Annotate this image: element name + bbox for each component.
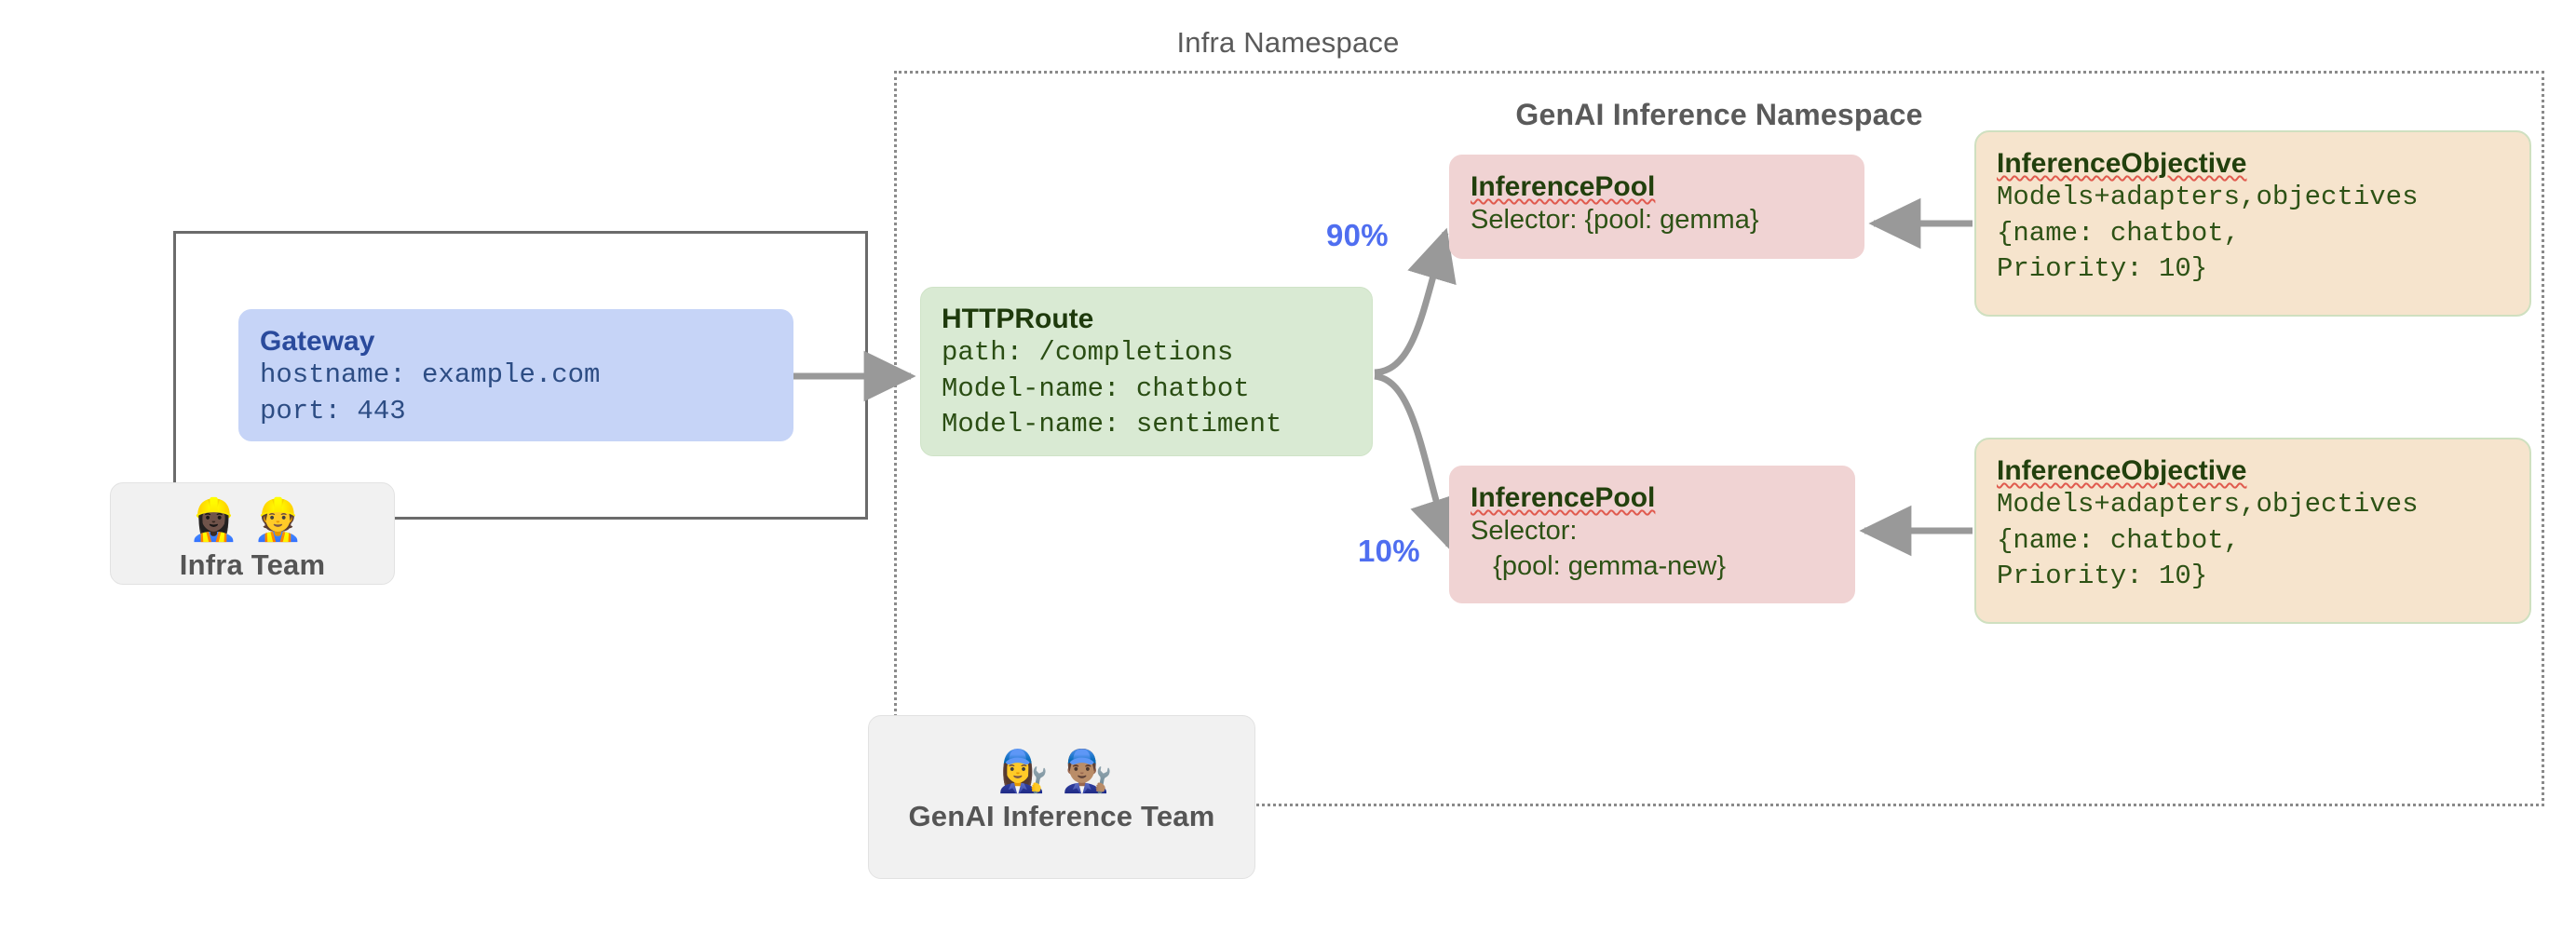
gateway-hostname-line: hostname: example.com xyxy=(260,359,601,391)
team-card-genai-inference[interactable]: 👩‍🔧👨🏽‍🔧 GenAI Inference Team xyxy=(868,715,1255,879)
httproute-title: HTTPRoute xyxy=(942,304,1094,334)
resource-box-httproute[interactable]: HTTPRoute path: /completions Model-name:… xyxy=(920,287,1373,456)
inferenceobjective-bottom-title: InferenceObjective xyxy=(1997,455,2247,486)
resource-box-inferenceobjective-top[interactable]: InferenceObjective Models+adapters,objec… xyxy=(1974,130,2531,317)
inferencepool-gemma-new-selector-line: Selector: xyxy=(1471,516,1578,547)
gateway-port-line: port: 443 xyxy=(260,395,406,426)
team-card-infra[interactable]: 👷🏿‍♀️👷 Infra Team xyxy=(110,482,395,585)
inferencepool-gemma-new-selector-value-line: {pool: gemma-new} xyxy=(1471,551,1727,582)
inferenceobjective-bottom-name-line: {name: chatbot, xyxy=(1997,524,2241,556)
inferenceobjective-bottom-models-line: Models+adapters,objectives xyxy=(1997,489,2419,521)
team-infra-label: Infra Team xyxy=(179,548,326,581)
inferenceobjective-bottom-priority-line: Priority: 10} xyxy=(1997,560,2208,591)
resource-box-inferencepool-gemma[interactable]: InferencePool Selector: {pool: gemma} xyxy=(1449,155,1864,259)
inferenceobjective-top-models-line: Models+adapters,objectives xyxy=(1997,182,2419,213)
namespace-genai-inference-label: GenAI Inference Namespace xyxy=(1515,98,1923,131)
resource-box-gateway[interactable]: Gateway hostname: example.com port: 443 xyxy=(238,309,793,441)
gateway-title: Gateway xyxy=(260,326,375,357)
mechanic-icon: 👩‍🔧👨🏽‍🔧 xyxy=(997,749,1126,794)
httproute-path-line: path: /completions xyxy=(942,337,1234,369)
team-genai-inference-label: GenAI Inference Team xyxy=(908,800,1215,832)
traffic-weight-canary: 10% xyxy=(1358,534,1420,568)
httproute-model-sentiment-line: Model-name: sentiment xyxy=(942,408,1282,439)
inferencepool-gemma-selector-line: Selector: {pool: gemma} xyxy=(1471,205,1759,236)
inferenceobjective-top-title: InferenceObjective xyxy=(1997,148,2247,179)
inferencepool-gemma-title: InferencePool xyxy=(1471,171,1656,202)
construction-worker-icon: 👷🏿‍♀️👷 xyxy=(188,497,317,543)
traffic-weight-primary: 90% xyxy=(1326,218,1389,252)
namespace-infra-label: Infra Namespace xyxy=(1176,26,1400,59)
inferenceobjective-top-priority-line: Priority: 10} xyxy=(1997,252,2208,284)
namespace-genai-inference xyxy=(894,71,2544,806)
inferencepool-gemma-new-title: InferencePool xyxy=(1471,482,1656,513)
resource-box-inferenceobjective-bottom[interactable]: InferenceObjective Models+adapters,objec… xyxy=(1974,438,2531,624)
resource-box-inferencepool-gemma-new[interactable]: InferencePool Selector: {pool: gemma-new… xyxy=(1449,466,1855,603)
inferenceobjective-top-name-line: {name: chatbot, xyxy=(1997,217,2241,249)
httproute-model-chatbot-line: Model-name: chatbot xyxy=(942,372,1250,404)
